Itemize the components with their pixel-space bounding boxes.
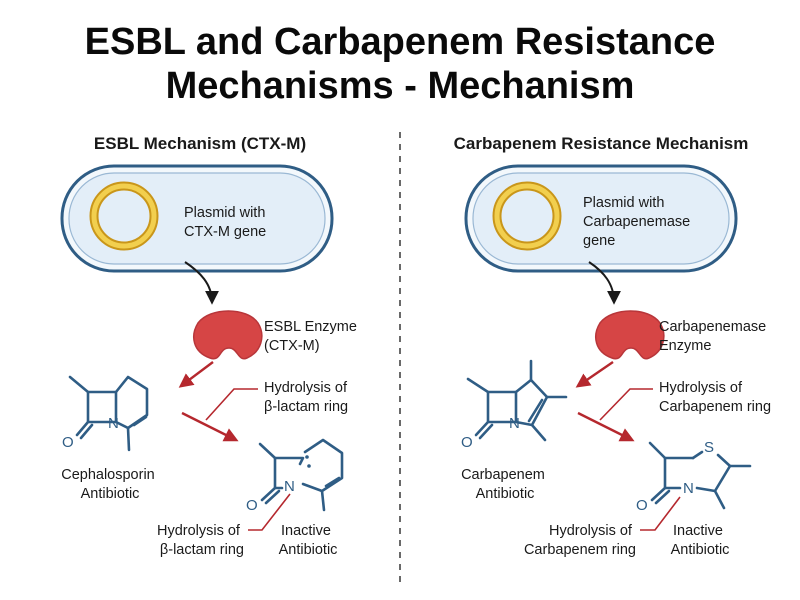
title-line-1: ESBL and Carbapenem Resistance [84, 21, 716, 63]
hydrolysis-bottom-label-esbl: Hydrolysis of β-lactam ring [157, 523, 244, 558]
nitrogen-atom: N [108, 415, 119, 432]
hydrolysis-top-label-carbapenem: Hydrolysis of Carbapenem ring [659, 380, 771, 415]
reaction-arrow-esbl [181, 411, 239, 442]
inactive-antibiotic-label-esbl: Inactive Antibiotic [279, 523, 338, 558]
nitrogen-atom: N [509, 415, 520, 432]
inactive-antibiotic-label-carbapenem: Inactive Antibiotic [671, 523, 730, 558]
plasmid-label-carbapenem: Plasmid with Carbapenemase gene [583, 195, 694, 249]
page-title: ESBL and Carbapenem Resistance Mechanism… [0, 20, 800, 108]
esbl-enzyme-label: ESBL Enzyme (CTX-M) [264, 319, 361, 354]
cephalosporin-structure [68, 375, 149, 452]
enzyme-attack-arrow-carbapenem [575, 361, 614, 388]
nitrogen-atom: N [683, 480, 694, 497]
oxygen-atom: O [246, 497, 258, 514]
esbl-heading: ESBL Mechanism (CTX-M) [94, 134, 306, 153]
sulfur-atom: S [704, 439, 714, 456]
plasmid-ring-esbl [89, 181, 159, 251]
hydrolysis-bottom-leader-esbl [248, 493, 291, 531]
hydrolyzed-carbapenem-structure [648, 441, 752, 510]
plasmid-ring-carbapenem [492, 181, 562, 251]
oxygen-atom: O [461, 434, 473, 451]
carbapenem-structure [466, 359, 568, 442]
esbl-panel: ESBL Mechanism (CTX-M) Plasmid with CTX-… [60, 134, 361, 558]
nitrogen-atom: N [284, 478, 295, 495]
hydrolysis-top-label-esbl: Hydrolysis of β-lactam ring [264, 380, 351, 415]
enzyme-attack-arrow-esbl [178, 361, 214, 388]
carbapenemase-enzyme-label: Carbapenemase Enzyme [659, 319, 770, 354]
carbapenem-label: Carbapenem Antibiotic [461, 467, 549, 502]
esbl-enzyme-icon [193, 310, 263, 360]
hydrolyzed-cephalosporin-structure [258, 438, 344, 512]
carbapenem-panel: Carbapenem Resistance Mechanism Plasmid … [454, 134, 771, 558]
expression-arrow-carbapenem [588, 261, 621, 305]
oxygen-atom: O [62, 434, 74, 451]
oxygen-atom: O [636, 497, 648, 514]
title-line-2: Mechanisms - Mechanism [165, 65, 635, 107]
expression-arrow-esbl [184, 261, 219, 305]
hydrolysis-bottom-leader-carbapenem [640, 496, 681, 531]
plasmid-label-esbl: Plasmid with CTX-M gene [184, 205, 269, 240]
hydrolysis-bottom-label-carbapenem: Hydrolysis of Carbapenem ring [524, 523, 636, 558]
hydrolysis-top-leader-carbapenem [599, 388, 653, 421]
carbapenem-heading: Carbapenem Resistance Mechanism [454, 134, 749, 153]
cephalosporin-label: Cephalosporin Antibiotic [61, 467, 159, 502]
carbapenemase-enzyme-icon [595, 310, 665, 360]
hydrolysis-top-leader-esbl [205, 388, 258, 421]
reaction-arrow-carbapenem [577, 411, 635, 442]
